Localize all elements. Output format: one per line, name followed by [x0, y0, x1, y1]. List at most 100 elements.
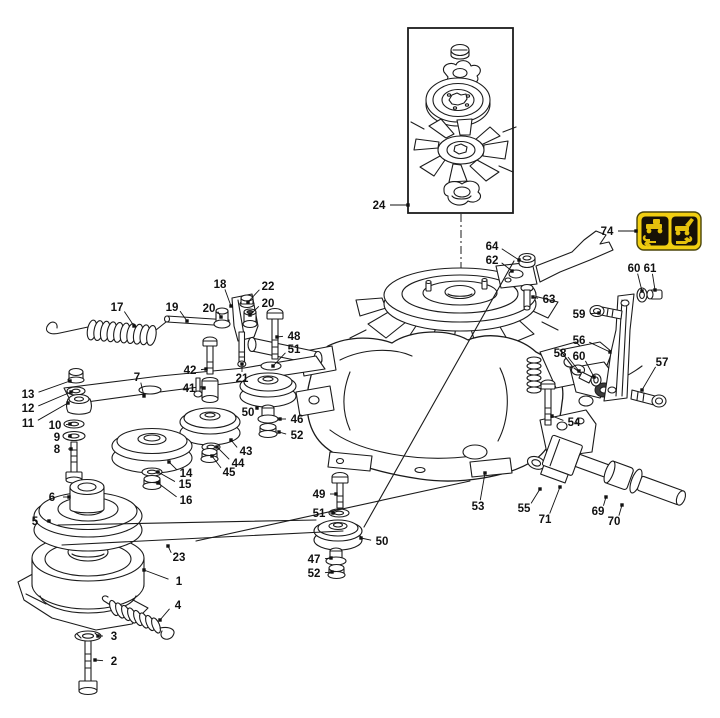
leader-dot — [255, 406, 259, 410]
leader-line — [479, 472, 486, 501]
pulley-43-stack — [179, 407, 241, 464]
leader-dot — [550, 414, 554, 418]
callout-57-11: 57 — [640, 357, 668, 392]
callout-15-43: 15 — [156, 470, 192, 491]
leader-dot — [604, 495, 608, 499]
idler-arm-7 — [63, 355, 326, 405]
part-number-label: 52 — [291, 430, 304, 442]
leader-dot — [142, 394, 146, 398]
inset-pulley — [425, 77, 491, 127]
callout-50-36: 50 — [242, 406, 259, 419]
leader-dot — [577, 369, 581, 373]
callout-12-31: 12 — [22, 390, 73, 415]
part-number-label: 50 — [376, 536, 389, 548]
part-number-label: 3 — [111, 631, 117, 643]
callout-59-7: 59 — [573, 309, 601, 321]
leader-line — [551, 415, 564, 421]
leader-line — [37, 402, 69, 421]
part-number-label: 42 — [184, 365, 197, 377]
leader-dot — [483, 471, 487, 475]
spacer-69 — [603, 460, 634, 491]
callout-13-30: 13 — [22, 379, 72, 401]
part-number-label: 54 — [568, 417, 581, 429]
leader-dot — [634, 229, 638, 233]
pulley-14-stack — [111, 427, 193, 491]
callout-63-4: 63 — [531, 294, 555, 306]
leader-dot — [142, 568, 146, 572]
callout-4-52: 4 — [158, 600, 182, 622]
part-number-label: 49 — [313, 489, 326, 501]
part-number-label: 11 — [22, 418, 35, 430]
leader-line — [549, 486, 561, 514]
washer-9 — [62, 430, 86, 442]
leader-dot — [210, 454, 214, 458]
bolt-8 — [65, 441, 83, 484]
bolt-63 — [520, 283, 534, 311]
pulley-pin — [481, 277, 488, 290]
callout-60-10: 60 — [573, 351, 596, 379]
part-number-label: 10 — [49, 420, 62, 432]
leader-dot — [132, 324, 136, 328]
part-number-label: 48 — [288, 331, 301, 343]
bushing-11 — [65, 393, 93, 415]
callout-6-55: 6 — [49, 492, 71, 504]
part-number-label: 6 — [49, 492, 55, 504]
leader-dot — [510, 269, 514, 273]
washer-51-upper — [260, 361, 282, 371]
leader-dot — [608, 350, 612, 354]
leader-dot — [640, 289, 644, 293]
leader-dot — [246, 300, 250, 304]
mower-pictogram-right — [675, 218, 694, 244]
callout-71-15: 71 — [539, 485, 562, 526]
part-number-label: 16 — [180, 495, 193, 507]
part-number-label: 70 — [608, 516, 621, 528]
part-number-label: 45 — [223, 467, 236, 479]
callout-18-20: 18 — [214, 279, 233, 308]
callout-20-23: 20 — [248, 298, 274, 317]
leader-dot — [271, 364, 275, 368]
leader-dot — [185, 319, 189, 323]
leader-line — [157, 482, 177, 498]
shaft-end — [637, 475, 687, 506]
callout-24-0: 24 — [373, 200, 410, 212]
part-number-label: 23 — [173, 552, 186, 564]
leader-dot — [329, 556, 333, 560]
part-number-label: 60 — [628, 263, 641, 275]
leader-line — [589, 341, 611, 353]
inset-nut — [450, 43, 470, 60]
leader-dot — [68, 434, 72, 438]
leader-dot — [558, 485, 562, 489]
leader-line — [159, 608, 170, 621]
leader-line — [651, 273, 656, 291]
callout-47-48: 47 — [308, 554, 333, 566]
part-number-label: 47 — [308, 554, 321, 566]
callout-46-37: 46 — [278, 414, 303, 426]
leader-dot — [68, 422, 72, 426]
bolt-2 — [78, 640, 98, 696]
callout-58-9: 58 — [554, 348, 581, 373]
leader-dot — [229, 438, 233, 442]
part-number-label: 7 — [134, 372, 140, 384]
spring-4 — [101, 595, 175, 640]
leader-dot — [330, 570, 334, 574]
clutch-group — [17, 478, 175, 696]
part-number-label: 12 — [22, 403, 35, 415]
callout-52-38: 52 — [277, 430, 303, 442]
part-number-label: 69 — [592, 506, 605, 518]
pulley-50-lower — [313, 519, 363, 551]
bushing-20-right — [242, 308, 258, 329]
part-number-label: 24 — [373, 200, 386, 212]
part-number-label: 15 — [179, 479, 192, 491]
leader-dot — [277, 430, 281, 434]
inset-fan — [410, 118, 517, 183]
part-number-label: 58 — [554, 348, 567, 360]
part-number-label: 53 — [472, 501, 485, 513]
leader-dot — [204, 367, 208, 371]
leader-line — [530, 488, 541, 504]
leader-line — [567, 356, 580, 372]
callout-14-42: 14 — [167, 460, 193, 480]
leader-dot — [93, 658, 97, 662]
callout-19-19: 19 — [166, 302, 189, 323]
leader-dot — [156, 470, 160, 474]
